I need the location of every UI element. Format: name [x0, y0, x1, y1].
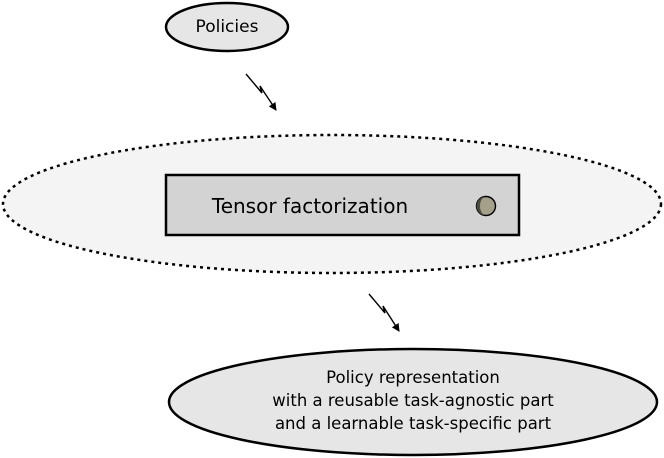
- tensor-factorization-label: Tensor factorization: [211, 194, 409, 218]
- lightning-arrow-policies-to-tensor: [245, 73, 277, 111]
- policy-representation-line-3: and a learnable task-specific part: [274, 414, 552, 433]
- policy-representation-node: [167, 347, 659, 457]
- policy-representation-line-2: with a reusable task-agnostic part: [272, 391, 554, 410]
- policies-node: [164, 1, 290, 53]
- policies-label: Policies: [195, 17, 259, 37]
- policy-representation-label: Policy representation with a reusable ta…: [170, 366, 656, 435]
- lightning-arrow-tensor-to-representation: [368, 293, 400, 332]
- tensor-factorization-box: [164, 173, 521, 237]
- policy-representation-line-1: Policy representation: [326, 368, 500, 387]
- half-moon-icon: [475, 195, 497, 217]
